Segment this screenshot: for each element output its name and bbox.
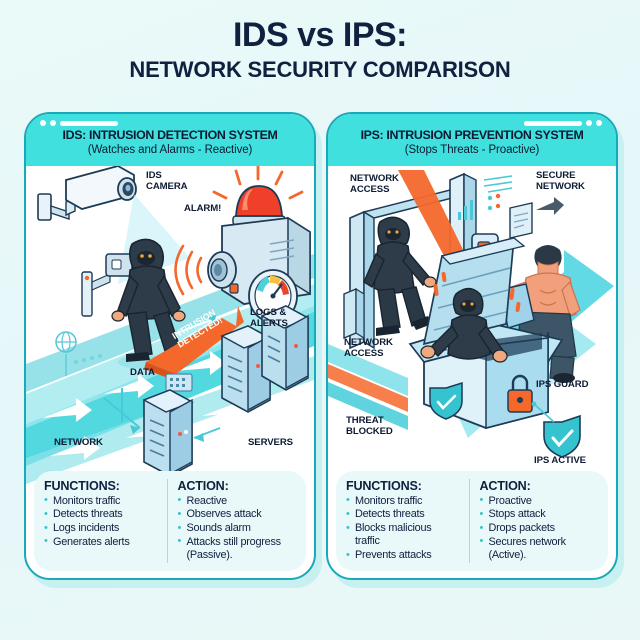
server-rack-icon <box>260 305 310 391</box>
logs-alerts-label: LOGS & ALERTS <box>250 307 288 329</box>
ips-summary-lists: FUNCTIONS: Monitors traffic Detects thre… <box>336 470 608 571</box>
ips-functions-column: FUNCTIONS: Monitors traffic Detects thre… <box>346 479 469 563</box>
list-item: Logs incidents <box>44 522 167 536</box>
globe-icon <box>55 331 102 376</box>
alarm-label: ALARM! <box>184 203 222 214</box>
ids-camera-label: IDS CAMERA <box>146 170 188 192</box>
ips-functions-heading: FUNCTIONS: <box>346 478 422 493</box>
list-item: Detects threats <box>44 508 167 522</box>
trapped-intruder-icon <box>420 287 508 363</box>
ids-illustration: IDS CAMERA ALARM! INTRUSION DETECTED! LO… <box>26 166 314 484</box>
threat-blocked-label: THREAT BLOCKED <box>346 415 393 437</box>
list-item: Reactive <box>178 494 301 508</box>
list-item: Attacks still progress (Passive). <box>178 535 301 563</box>
title-main: IDS vs IPS: <box>232 16 408 54</box>
network-flow-band-icon <box>328 344 408 430</box>
network-label: NETWORK <box>54 437 103 448</box>
data-packets-icon <box>458 175 564 239</box>
network-post-icon <box>343 287 365 340</box>
ids-summary-lists: FUNCTIONS: Monitors traffic Detects thre… <box>34 470 306 571</box>
ids-action-heading: ACTION: <box>177 478 229 493</box>
ips-action-heading: ACTION: <box>479 478 531 493</box>
ips-action-column: ACTION: Proactive Stops attack Drops pac… <box>468 478 603 563</box>
server-rack-icon <box>220 325 272 413</box>
server-rack-icon <box>142 389 194 477</box>
panel-ids-title: IDS: INTRUSION DETECTION SYSTEM <box>62 128 278 142</box>
panel-ids[interactable]: IDS: INTRUSION DETECTION SYSTEM (Watches… <box>24 112 316 580</box>
ips-scene-graphic <box>328 170 614 458</box>
list-item-continuation: (Passive). <box>186 549 233 562</box>
list-item: Blocks malicious traffic <box>346 522 469 549</box>
list-item: Observes attack <box>178 508 301 522</box>
panel-ips[interactable]: IPS: INTRUSION PREVENTION SYSTEM (Stops … <box>326 112 618 580</box>
panel-ids-subtitle: (Watches and Alarms - Reactive) <box>87 144 253 156</box>
network-access-top-label: NETWORK ACCESS <box>350 173 399 195</box>
list-item: Stops attack <box>480 508 603 522</box>
list-item-continuation: traffic <box>355 535 380 548</box>
ids-action-column: ACTION: Reactive Observes attack Sounds … <box>166 478 301 563</box>
panel-ids-header: IDS: INTRUSION DETECTION SYSTEM (Watches… <box>26 114 314 166</box>
panel-ips-subtitle: (Stops Threats - Proactive) <box>404 144 540 156</box>
list-item: Monitors traffic <box>44 494 167 508</box>
cctv-camera-icon <box>37 166 190 284</box>
ips-active-label: IPS ACTIVE <box>534 455 586 466</box>
list-item: Monitors traffic <box>346 494 469 508</box>
ids-functions-column: FUNCTIONS: Monitors traffic Detects thre… <box>44 479 167 563</box>
servers-label: SERVERS <box>248 437 293 448</box>
panel-ips-header: IPS: INTRUSION PREVENTION SYSTEM (Stops … <box>328 114 616 166</box>
list-item: Secures network (Active). <box>480 535 603 563</box>
list-item-text: Blocks malicious <box>355 522 432 535</box>
ips-guard-label: IPS GUARD <box>536 379 589 390</box>
ids-scene-graphic <box>26 166 314 484</box>
list-item: Detects threats <box>346 508 469 522</box>
ips-active-shield-icon <box>531 401 581 458</box>
data-label: DATA <box>130 367 155 378</box>
list-item: Proactive <box>480 494 603 508</box>
ips-illustration: NETWORK ACCESS SECURE NETWORK NETWORK AC… <box>328 166 616 484</box>
panel-ips-title: IPS: INTRUSION PREVENTION SYSTEM <box>360 128 584 142</box>
ids-functions-heading: FUNCTIONS: <box>44 478 120 493</box>
log-records-icon <box>165 373 193 392</box>
network-access-bottom-label: NETWORK ACCESS <box>344 337 393 359</box>
page-title: IDS vs IPS: NETWORK SECURITY COMPARISON <box>0 16 640 82</box>
intruder-figure-icon <box>111 238 186 369</box>
list-item-continuation: (Active). <box>488 549 527 562</box>
intruder-figure-icon <box>363 216 437 336</box>
window-controls-icon <box>40 120 118 126</box>
list-item: Sounds alarm <box>178 522 301 536</box>
list-item: Drops packets <box>480 522 603 536</box>
list-item: Generates alerts <box>44 535 167 549</box>
list-item-text: Secures network <box>488 535 567 548</box>
containment-box-icon <box>408 236 564 429</box>
list-item: Prevents attacks <box>346 549 469 563</box>
list-item-text: Attacks still progress <box>186 535 282 548</box>
network-sensor-icon <box>81 253 133 317</box>
window-controls-icon <box>524 120 602 126</box>
secure-network-label: SECURE NETWORK <box>536 170 585 192</box>
title-subtitle: NETWORK SECURITY COMPARISON <box>129 56 511 82</box>
